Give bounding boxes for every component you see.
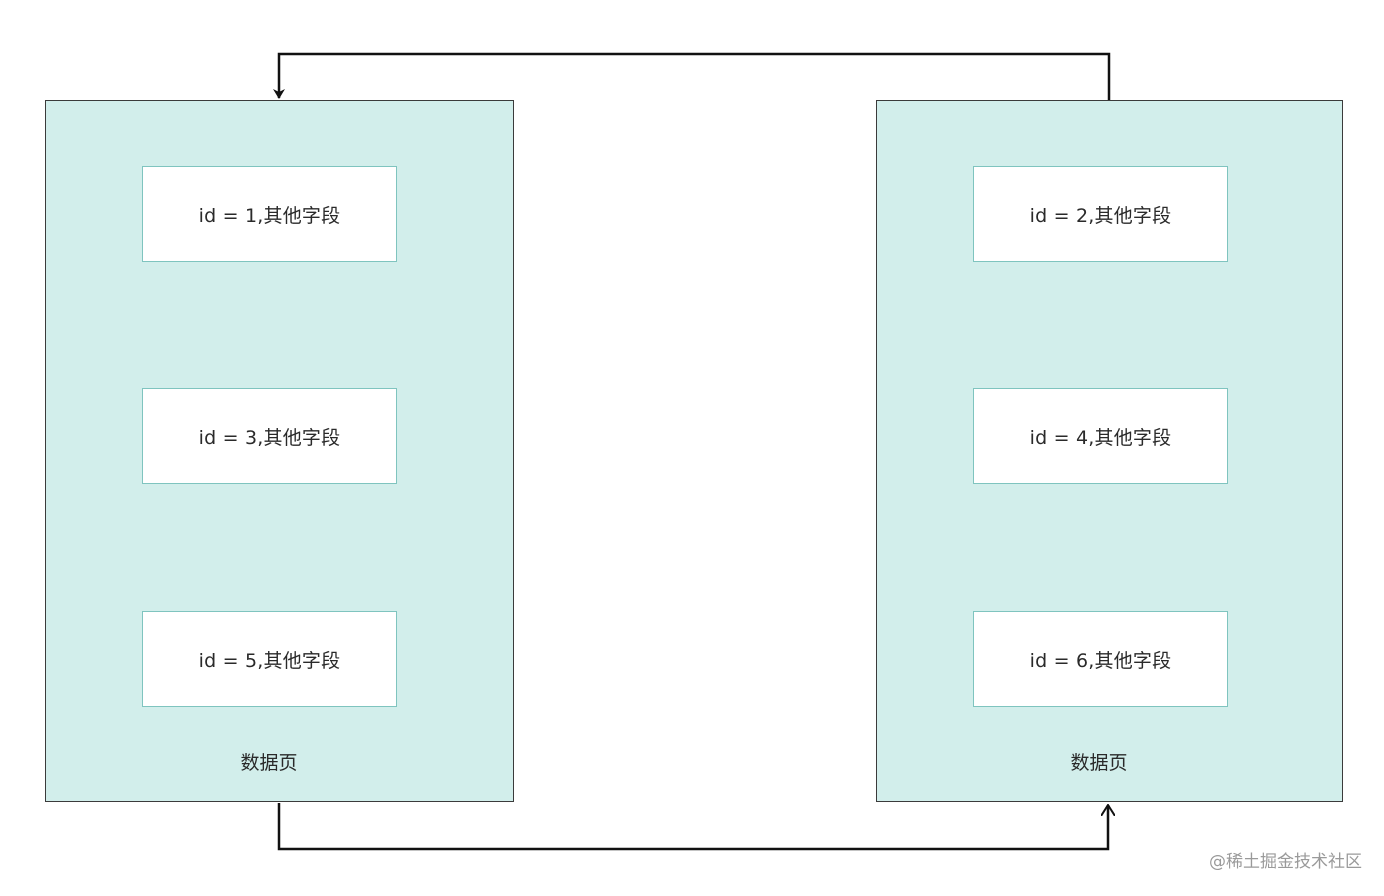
edge-right-to-left-page [273, 52, 1111, 100]
edge-left-to-right-page [277, 803, 1108, 851]
data-page-left-label: 数据页 [240, 752, 298, 774]
record-left-2: id = 3,其他字段 [142, 388, 397, 484]
record-right-1: id = 2,其他字段 [973, 166, 1228, 262]
record-right-3: id = 6,其他字段 [973, 611, 1228, 707]
data-page-right-label: 数据页 [1070, 752, 1128, 774]
record-left-3: id = 5,其他字段 [142, 611, 397, 707]
record-left-1: id = 1,其他字段 [142, 166, 397, 262]
watermark-text: @稀土掘金技术社区 [1209, 852, 1362, 872]
record-right-2: id = 4,其他字段 [973, 388, 1228, 484]
